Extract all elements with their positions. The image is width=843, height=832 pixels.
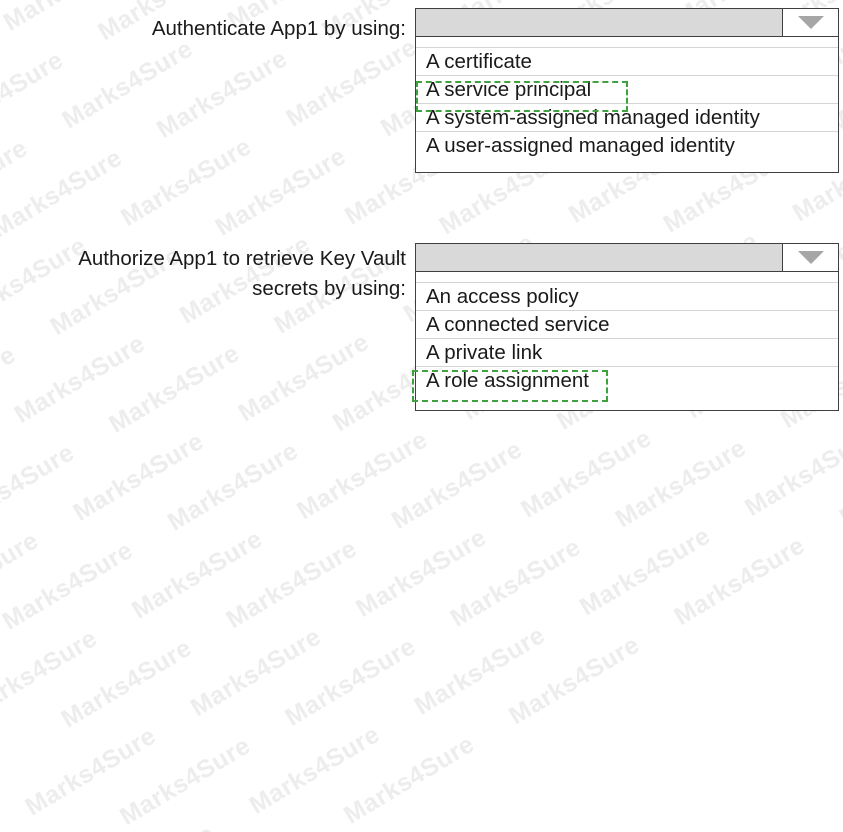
dropdown-2-option-0[interactable]: An access policy (416, 282, 838, 310)
dropdown-1-option-list[interactable]: A certificate A service principal A syst… (415, 37, 839, 173)
dropdown-2-toggle-button[interactable] (782, 244, 838, 271)
dropdown-1-header[interactable] (415, 8, 839, 37)
dropdown-1-option-3[interactable]: A user-assigned managed identity (416, 131, 838, 159)
answer-area: Authenticate App1 by using: A certificat… (78, 8, 839, 411)
dropdown-1-option-2[interactable]: A system-assigned managed identity (416, 103, 838, 131)
chevron-down-icon (796, 250, 825, 264)
dropdown-1-toggle-button[interactable] (782, 9, 838, 36)
dropdown-2-option-2[interactable]: A private link (416, 338, 838, 366)
dropdown-1-option-1[interactable]: A service principal (416, 75, 838, 103)
dropdown-1[interactable]: A certificate A service principal A syst… (415, 8, 839, 173)
question-label-2: Authorize App1 to retrieve Key Vault sec… (78, 247, 406, 300)
dropdown-2-selected-value[interactable] (416, 244, 782, 271)
chevron-down-icon (796, 15, 825, 29)
dropdown-2-option-list[interactable]: An access policy A connected service A p… (415, 272, 839, 411)
dropdown-2-header[interactable] (415, 243, 839, 272)
dropdown-2[interactable]: An access policy A connected service A p… (415, 243, 839, 411)
question-label-1: Authenticate App1 by using: (151, 17, 406, 40)
dropdown-2-option-1[interactable]: A connected service (416, 310, 838, 338)
dropdown-1-option-0[interactable]: A certificate (416, 47, 838, 75)
dropdown-2-option-3[interactable]: A role assignment (416, 366, 838, 394)
dropdown-1-selected-value[interactable] (416, 9, 782, 36)
